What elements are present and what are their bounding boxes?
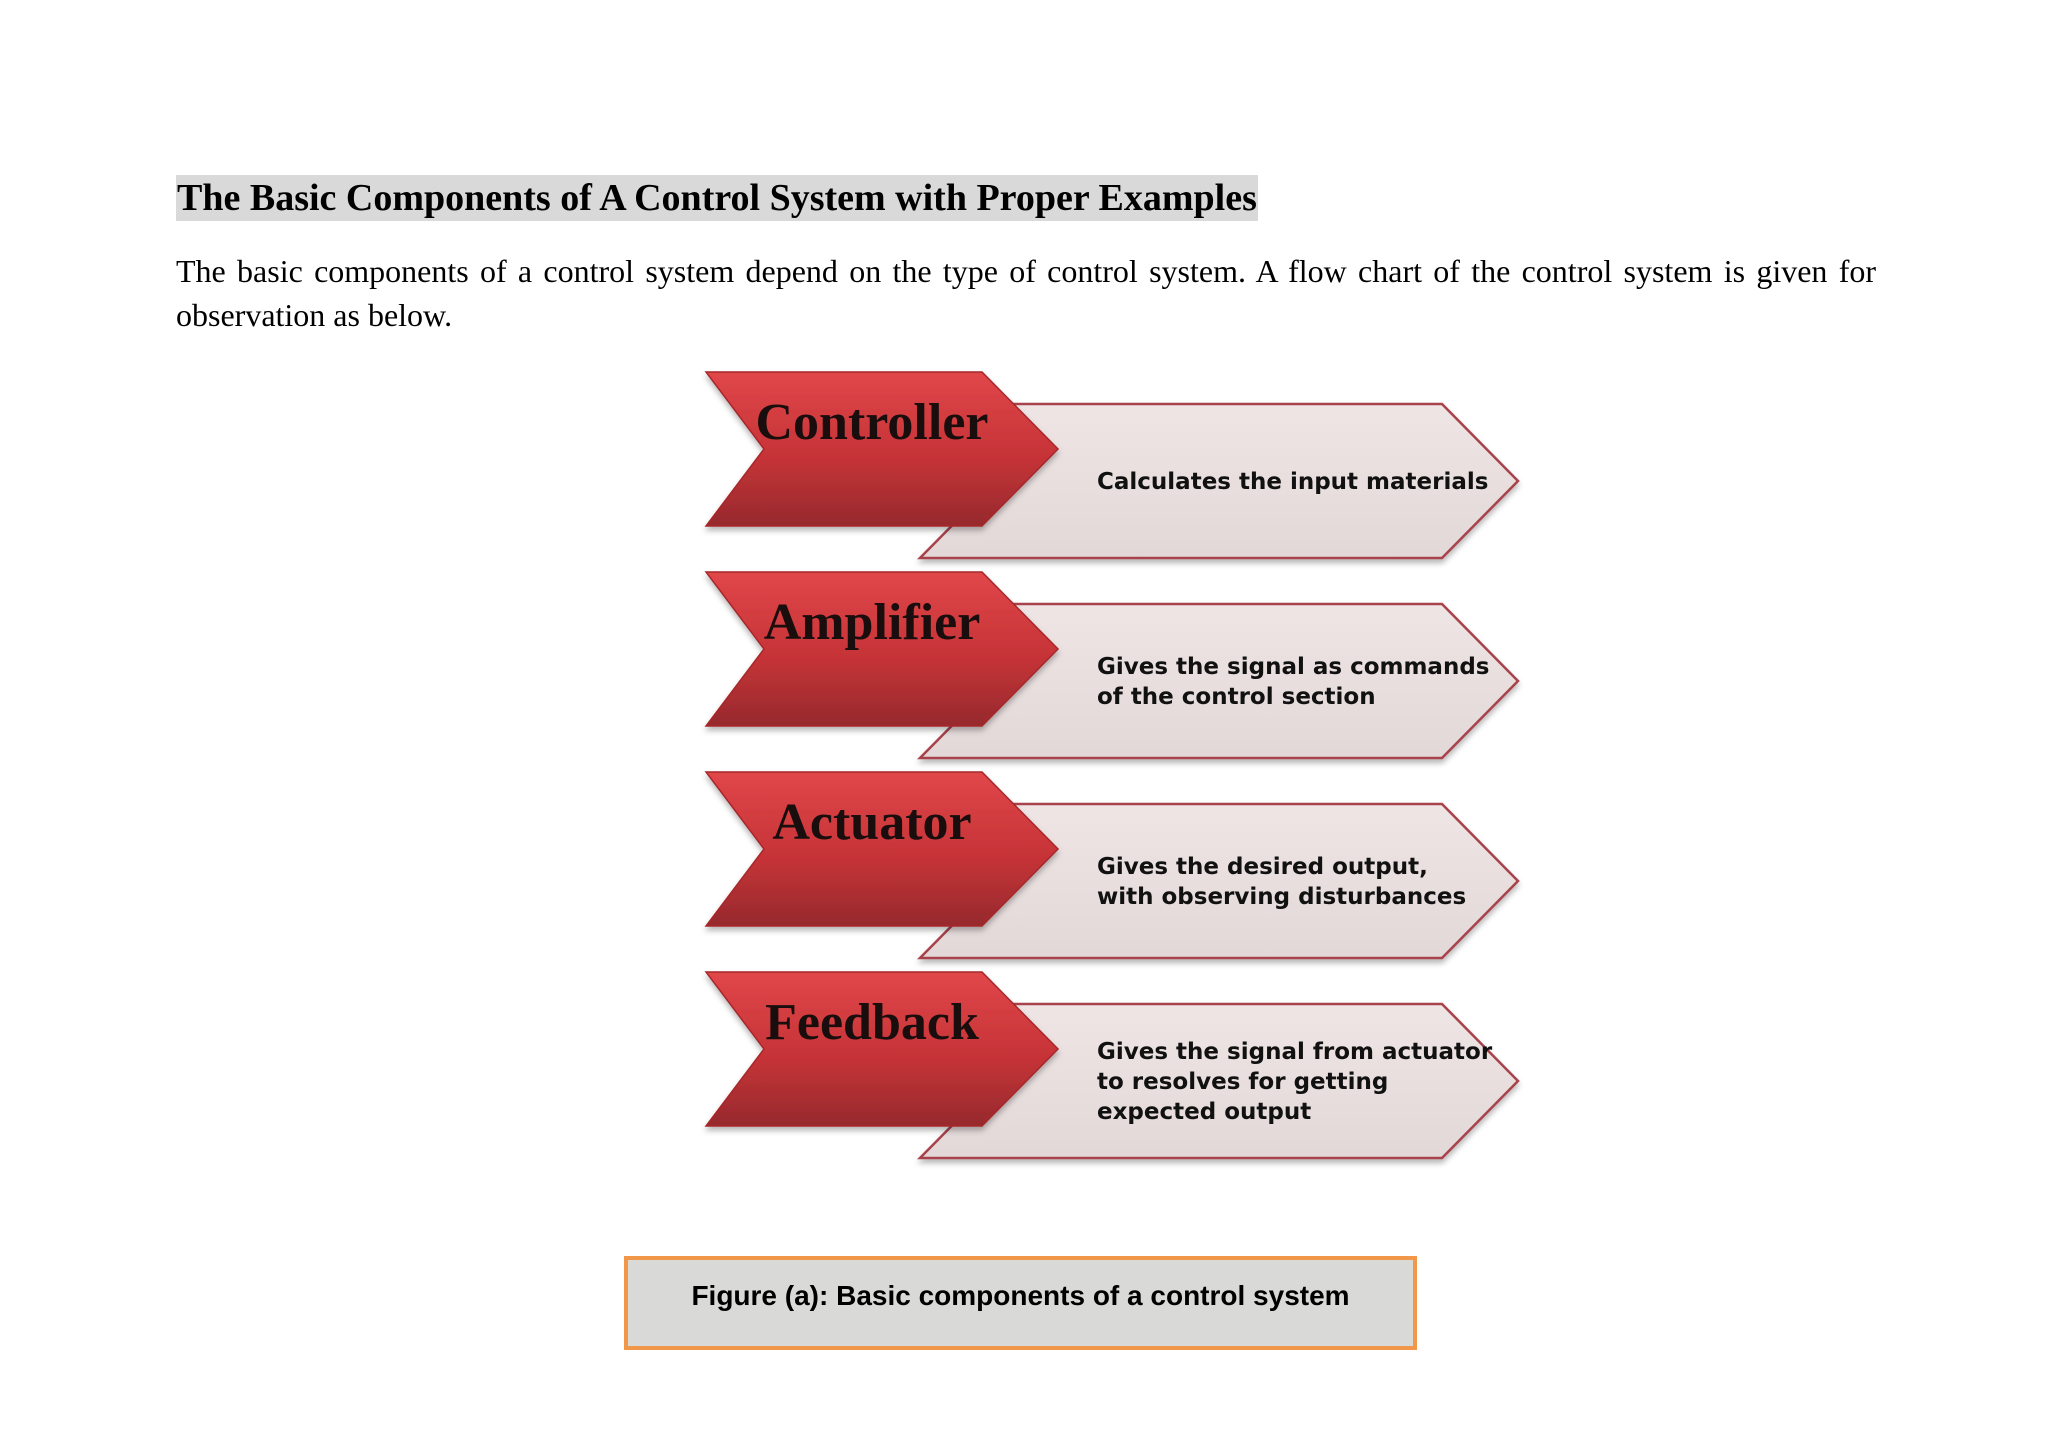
component-title: Feedback xyxy=(765,994,979,1051)
component-description: Gives the desired output, xyxy=(1097,854,1428,880)
component-description: with observing disturbances xyxy=(1097,884,1466,910)
figure-caption: Figure (a): Basic components of a contro… xyxy=(624,1256,1417,1350)
component-title: Amplifier xyxy=(764,594,981,651)
component-chevron xyxy=(704,971,1060,1127)
component-description: to resolves for getting xyxy=(1097,1069,1388,1095)
intro-paragraph: The basic components of a control system… xyxy=(176,253,1876,333)
page-heading: The Basic Components of A Control System… xyxy=(176,175,1258,221)
component-description: Gives the signal as commands xyxy=(1097,654,1489,680)
component-description: Calculates the input materials xyxy=(1097,469,1488,495)
component-chevron xyxy=(704,371,1060,527)
component-description: Gives the signal from actuator xyxy=(1097,1039,1493,1065)
component-description: of the control section xyxy=(1097,684,1376,710)
component-description: expected output xyxy=(1097,1099,1311,1125)
component-chevron xyxy=(704,771,1060,927)
component-chevron xyxy=(704,571,1060,727)
component-title: Controller xyxy=(756,394,989,451)
component-title: Actuator xyxy=(772,794,971,851)
